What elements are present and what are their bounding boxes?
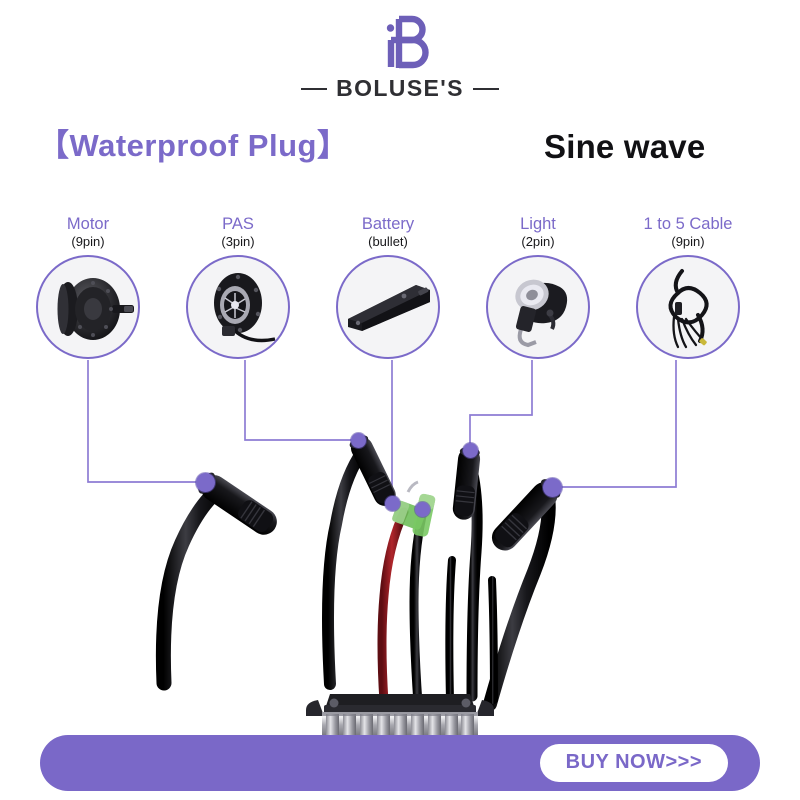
brand-header: BOLUSE'S <box>0 14 800 109</box>
plug-endpoint-dot-motor <box>196 473 215 492</box>
pas-sensor-icon <box>186 255 290 359</box>
controller-housing <box>306 694 494 738</box>
plug-endpoint-dot-pas <box>351 433 366 448</box>
headline-waterproof-plug: 【Waterproof Plug】 <box>38 128 349 163</box>
hub-motor-icon <box>36 255 140 359</box>
wordmark-rule-right <box>472 87 499 90</box>
callout-pas[interactable]: PAS (3pin) <box>163 215 313 359</box>
boluses-b-monogram-icon <box>386 15 429 69</box>
cable-harness-icon <box>636 255 740 359</box>
callout-motor[interactable]: Motor (9pin) <box>13 215 163 359</box>
buy-now-button[interactable]: BUY NOW>>> <box>539 744 728 782</box>
headlight-icon <box>486 255 590 359</box>
headline-sine-wave: Sine wave <box>544 128 706 165</box>
cta-banner: BUY NOW>>> <box>40 735 760 791</box>
callout-title-light: Light <box>520 215 556 233</box>
callout-title-pas: PAS <box>222 215 254 233</box>
callout-title-motor: Motor <box>66 215 110 233</box>
callout-title-battery: Battery <box>361 215 415 233</box>
waterproof-connector-icon <box>452 446 481 520</box>
callout-sub-motor: (9pin) <box>71 234 105 249</box>
plug-endpoint-dot-battery-a <box>385 496 400 511</box>
callout-sub-battery: (bullet) <box>368 234 408 249</box>
callout-title-cable: 1 to 5 Cable <box>643 215 733 233</box>
brand-wordmark-row: BOLUSE'S <box>301 75 499 102</box>
plug-endpoint-dot-battery-b <box>415 502 430 517</box>
brand-wordmark: BOLUSE'S <box>336 75 464 101</box>
callout-sub-light: (2pin) <box>521 234 555 249</box>
callout-sub-cable: (9pin) <box>671 234 705 249</box>
callout-1-to-5-cable[interactable]: 1 to 5 Cable (9pin) <box>613 215 763 359</box>
callout-light[interactable]: Light (2pin) <box>463 215 613 359</box>
battery-pack-icon <box>336 255 440 359</box>
wordmark-rule-left <box>301 87 328 90</box>
callout-sub-pas: (3pin) <box>221 234 255 249</box>
plug-endpoint-dot-light <box>463 443 478 458</box>
callout-battery[interactable]: Battery (bullet) <box>313 215 463 359</box>
plug-endpoint-dot-cable <box>543 478 562 497</box>
